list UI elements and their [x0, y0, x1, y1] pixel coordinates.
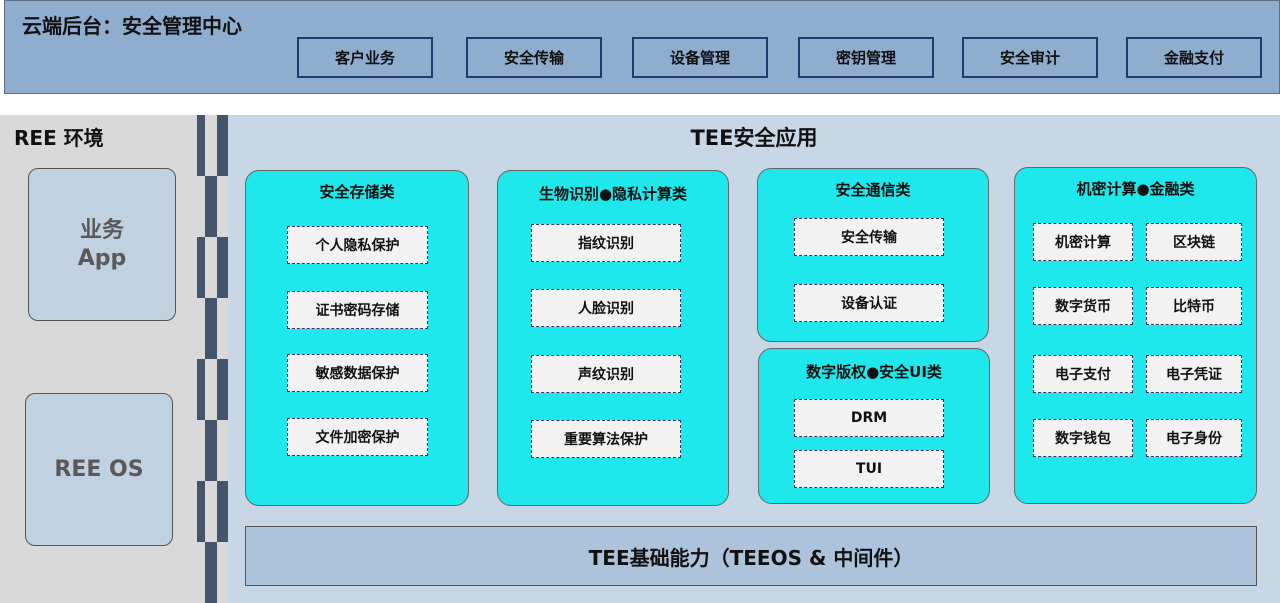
- header-item-5: 安全审计: [962, 37, 1098, 78]
- header-item-2: 安全传输: [466, 37, 602, 78]
- header-item-1: 客户业务: [297, 37, 433, 78]
- tee-base-capability-bar: TEE基础能力（TEEOS & 中间件）: [245, 526, 1257, 586]
- card-title: 生物识别●隐私计算类: [538, 185, 688, 203]
- header-item-3: 设备管理: [632, 37, 768, 78]
- header-title: 云端后台：安全管理中心: [22, 14, 242, 38]
- app-label-line2: App: [77, 245, 127, 271]
- card-item: 敏感数据保护: [287, 354, 428, 392]
- card-item: 个人隐私保护: [287, 226, 428, 264]
- ree-os-box: REE OS: [25, 393, 173, 546]
- card-title: 安全存储类: [319, 183, 395, 201]
- divider-segment: [217, 237, 228, 298]
- divider-segment: [217, 115, 228, 176]
- app-label-line1: 业务: [79, 218, 124, 243]
- divider-segment: [205, 542, 217, 603]
- card-item: 声纹识别: [531, 355, 681, 393]
- divider-segment: [197, 115, 205, 176]
- divider-segment: [217, 359, 228, 420]
- header-item-6: 金融支付: [1126, 37, 1262, 78]
- cloud-management-header: [4, 0, 1280, 94]
- card-item: 重要算法保护: [531, 420, 681, 458]
- ree-os-label: REE OS: [54, 456, 144, 482]
- tee-title: TEE安全应用: [690, 126, 818, 150]
- card-item: 文件加密保护: [287, 418, 428, 456]
- divider-segment: [197, 237, 205, 298]
- card-item: 人脸识别: [531, 289, 681, 327]
- tee-card-4: 数字版权●安全UI类 DRM TUI: [758, 348, 990, 504]
- ree-title: REE 环境: [14, 126, 104, 150]
- header-item-4: 密钥管理: [798, 37, 934, 78]
- card-item: 区块链: [1146, 223, 1242, 261]
- divider-segment: [205, 298, 217, 359]
- card-item: 数字钱包: [1033, 419, 1133, 457]
- card-item: 设备认证: [794, 284, 944, 322]
- card-title: 安全通信类: [835, 181, 911, 199]
- card-item: TUI: [794, 450, 944, 488]
- card-item: 电子凭证: [1146, 355, 1242, 393]
- card-item: 比特币: [1146, 287, 1242, 325]
- divider-segment: [205, 176, 217, 237]
- divider-segment: [217, 481, 228, 542]
- card-item: 证书密码存储: [287, 291, 428, 329]
- tee-card-1: 安全存储类个人隐私保护证书密码存储敏感数据保护文件加密保护: [245, 170, 469, 506]
- divider-segment: [197, 481, 205, 542]
- card-title: 机密计算●金融类: [1076, 180, 1195, 198]
- tee-base-label: TEE基础能力（TEEOS & 中间件）: [588, 545, 914, 570]
- tee-card-5: 机密计算●金融类机密计算区块链数字货币比特币电子支付电子凭证数字钱包电子身份: [1014, 167, 1257, 504]
- card-item: 电子身份: [1146, 419, 1242, 457]
- card-item: 指纹识别: [531, 224, 681, 262]
- card-item: 数字货币: [1033, 287, 1133, 325]
- card-item: 电子支付: [1033, 355, 1133, 393]
- card-item: 安全传输: [794, 218, 944, 256]
- ree-tee-divider: [197, 115, 228, 603]
- divider-segment: [205, 420, 217, 481]
- tee-card-2: 生物识别●隐私计算类指纹识别人脸识别声纹识别重要算法保护: [497, 170, 729, 506]
- tee-card-3: 安全通信类安全传输设备认证: [757, 168, 989, 342]
- card-item: 机密计算: [1033, 223, 1133, 261]
- card-title: 数字版权●安全UI类: [806, 363, 942, 381]
- divider-segment: [197, 359, 205, 420]
- card-item: DRM: [794, 399, 944, 437]
